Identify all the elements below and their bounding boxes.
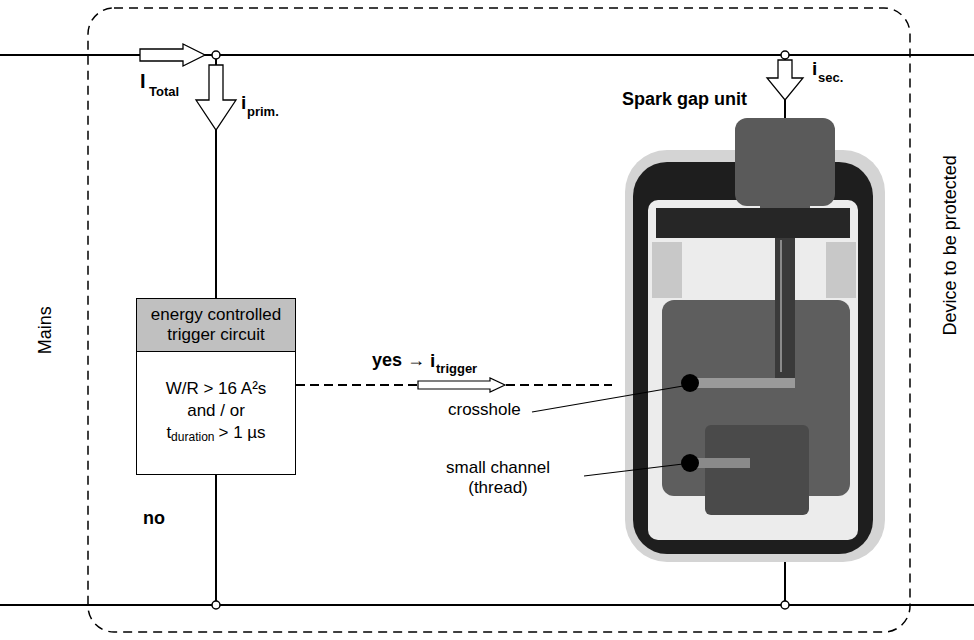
part-label: crosshole	[448, 400, 521, 420]
side-label: Mains	[35, 306, 56, 354]
text-row: tduration > 1 µs	[141, 422, 291, 448]
spark-wire-bottom	[784, 560, 786, 605]
node-text: Spark gap unit	[622, 89, 747, 109]
cross-channel	[690, 378, 795, 388]
center-pin	[775, 238, 795, 378]
side-block	[652, 242, 682, 298]
junction-dot	[212, 601, 220, 609]
device-boundary	[88, 8, 910, 632]
current-subscript: trigger	[436, 362, 477, 377]
pin-highlight	[780, 240, 782, 372]
current-subscript: prim.	[247, 105, 279, 120]
node-text: and / or	[187, 401, 245, 420]
trigger-wire-bottom	[215, 475, 217, 605]
trigger-circuit-box: energy controlled trigger circuitW/R > 1…	[136, 298, 296, 475]
current-arrow	[140, 44, 205, 66]
side-block	[826, 242, 856, 298]
node-text: W/R > 16 A²s	[166, 379, 267, 398]
node-heading: Spark gap unit	[622, 89, 747, 110]
current-arrow	[767, 60, 803, 100]
junction-dot	[781, 601, 789, 609]
junction-dot	[212, 51, 220, 59]
node-body: W/R > 16 A²s and / or tduration > 1 µs	[137, 352, 295, 474]
spark-gap-unit: Spark gap unit	[612, 85, 892, 565]
leader-line	[584, 464, 683, 476]
text-row: W/R > 16 A²s	[141, 378, 291, 400]
text-row: and / or	[141, 400, 291, 422]
spark-gap-illustration	[625, 118, 885, 562]
current-arrow	[196, 65, 236, 130]
crosshole-dot	[681, 374, 699, 392]
leader-line	[532, 386, 683, 412]
junction-dot	[781, 51, 789, 59]
outer-housing	[625, 150, 885, 562]
node-text: duration	[171, 430, 214, 444]
black-housing	[633, 162, 873, 554]
top-terminal-neck	[760, 196, 810, 210]
node-text: energy controlled trigger circuit	[151, 305, 281, 344]
upper-plate	[656, 208, 850, 238]
node-heading: energy controlled trigger circuit	[137, 299, 295, 352]
channel-dot	[681, 454, 699, 472]
current-subscript: Total	[149, 85, 179, 100]
inner-cavity	[648, 200, 858, 540]
branch-label: no	[143, 508, 165, 529]
part-label: small channel (thread)	[418, 458, 578, 497]
trigger-arrow	[418, 378, 505, 392]
current-symbol: I	[140, 70, 146, 93]
current-symbol: i	[812, 58, 817, 80]
node-text: > 1 µs	[218, 423, 265, 442]
current-symbol: i	[241, 92, 246, 114]
top-terminal	[735, 118, 835, 206]
current-subscript: sec.	[818, 71, 843, 86]
current-symbol: i	[430, 350, 435, 372]
node-text: t	[166, 423, 171, 442]
lower-electrode	[705, 425, 809, 515]
edge-label: yes →	[372, 350, 425, 371]
bottom-wire	[0, 604, 974, 606]
side-label: Device to be protected	[940, 155, 961, 335]
